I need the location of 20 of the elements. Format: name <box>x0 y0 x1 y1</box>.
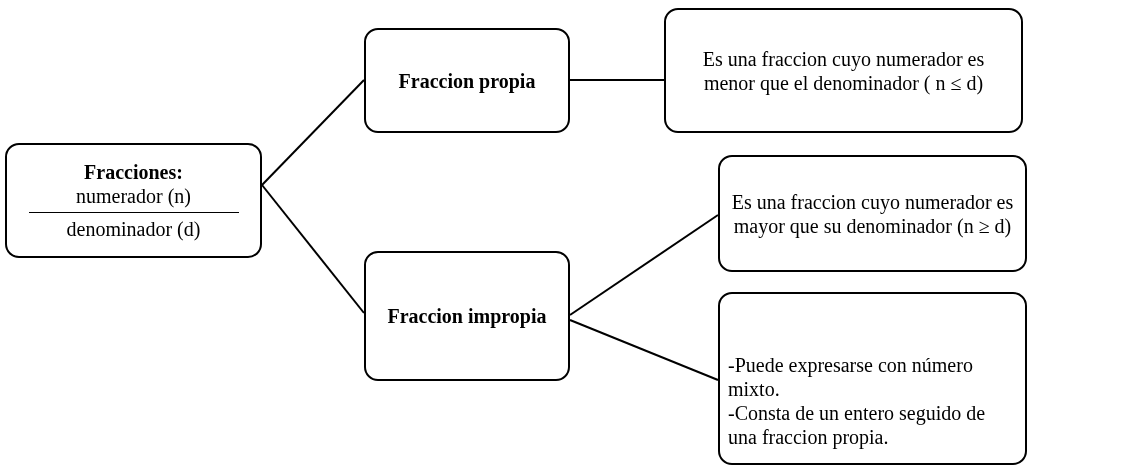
connector-line <box>569 214 719 316</box>
body-text: Es una fraccion cuyo numerador es menor que el denominador ( n ≤ d) <box>701 46 986 95</box>
connector-line <box>569 319 719 381</box>
connector-line <box>261 184 365 314</box>
denominator-text: denominador (d) <box>66 217 201 241</box>
topic-box <box>5 143 262 258</box>
connector-line <box>261 79 365 186</box>
heading-text: Fraccion propia <box>398 68 536 93</box>
heading-text: Fracciones: <box>84 160 183 184</box>
definition-box <box>664 8 1023 133</box>
connector-line <box>569 79 665 81</box>
heading-text: Fraccion impropia <box>387 304 547 328</box>
category-box <box>364 28 570 133</box>
body-text: Es una fraccion cuyo numerador es mayor que su denominador (n ≥ d) <box>730 189 1015 238</box>
note-box <box>718 292 1027 465</box>
body-text: -Puede expresarse con número mixto. <box>728 353 974 401</box>
body-text: -Consta de un entero seguido de una fraccion propia. <box>728 401 987 449</box>
numerator-text: numerador (n) <box>76 184 191 208</box>
definition-box <box>718 155 1027 272</box>
category-box <box>364 251 570 381</box>
